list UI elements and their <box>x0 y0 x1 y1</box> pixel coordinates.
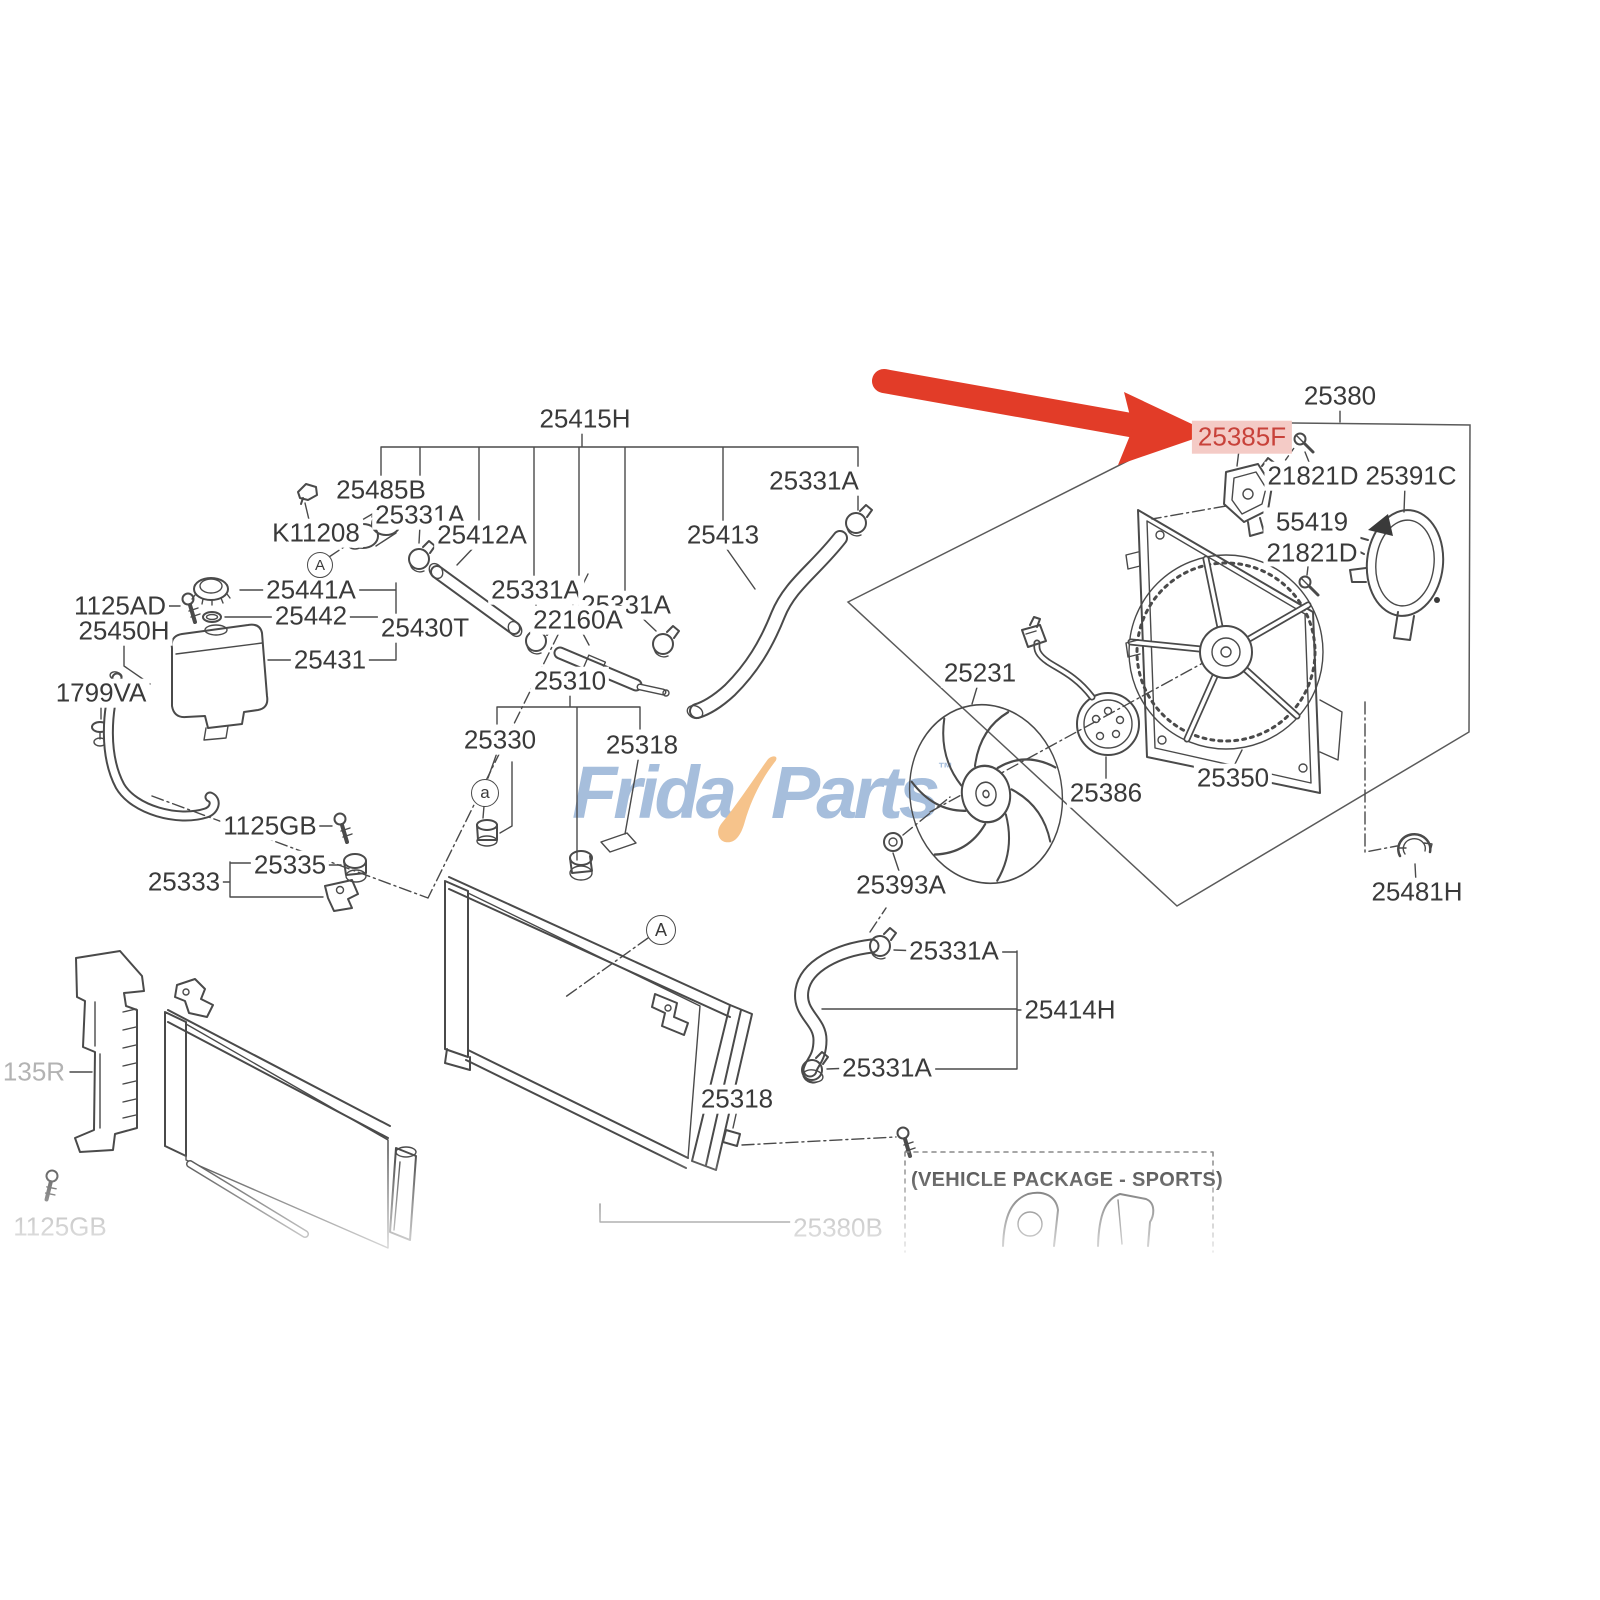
part-label-25385F-highlighted: 25385F <box>1191 420 1293 454</box>
part-label-25414H: 25414H <box>1021 996 1119 1025</box>
ring-25391C-art <box>1349 484 1445 641</box>
clip-25481H-art <box>1397 832 1433 884</box>
watermark-swoosh-icon <box>718 756 777 843</box>
part-label-25318-2: 25318 <box>697 1085 777 1114</box>
motor-25386-art <box>1021 616 1140 780</box>
part-label-1125AD: 1125AD <box>70 592 170 621</box>
part-label-25331A-4: 25331A <box>766 467 862 496</box>
part-label-135R-partial: 135R <box>0 1058 69 1087</box>
part-label-25393A: 25393A <box>853 871 949 900</box>
part-label-25310: 25310 <box>530 667 610 696</box>
screw-21821D-art <box>1293 432 1315 454</box>
part-label-1125GB: 1125GB <box>220 812 320 841</box>
screw-leader <box>1304 451 1310 463</box>
part-label-25331A-5: 25331A <box>906 937 1002 966</box>
part-label-K11208: K11208 <box>269 519 363 548</box>
part-label-25450H: 25450H <box>75 617 173 646</box>
radiator-art <box>444 819 917 1223</box>
hose-clamp-art <box>845 504 873 537</box>
part-label-25335: 25335 <box>250 851 330 880</box>
part-label-25331A-6: 25331A <box>839 1054 935 1083</box>
part-label-25481H: 25481H <box>1368 878 1466 907</box>
part-label-25331A-2: 25331A <box>488 576 584 605</box>
callout-circle-A-radiator: A <box>646 915 676 945</box>
bottom-fade-gradient <box>0 1150 1600 1270</box>
part-label-25391C: 25391C <box>1362 462 1460 491</box>
part-label-25413: 25413 <box>683 521 763 550</box>
part-label-55419-21821D: 55419 21821D <box>1263 506 1361 567</box>
part-label-25431: 25431 <box>290 646 370 675</box>
part-label-25333: 25333 <box>144 868 224 897</box>
part-label-25442: 25442 <box>271 602 351 631</box>
shroud-25350-art <box>1125 509 1343 794</box>
upper-hose-25413-art <box>686 530 848 720</box>
part-label-1799VA: 1799VA <box>52 679 150 708</box>
hose-clamp-art <box>408 540 436 573</box>
part-label-25330: 25330 <box>460 726 540 755</box>
part-label-22160A: 22160A <box>530 606 626 635</box>
part-label-25231: 25231 <box>940 659 1020 688</box>
part-label-25318-1: 25318 <box>602 731 682 760</box>
radiator-bracket-lines <box>482 688 738 1129</box>
part-label-25441A: 25441A <box>263 576 359 605</box>
callout-circle-A-upper: A <box>307 552 333 578</box>
part-label-25485B: 25485B <box>333 476 429 505</box>
reservoir-art <box>91 577 400 822</box>
part-label-21821D-1: 21821D <box>1264 462 1362 491</box>
part-label-25415H: 25415H <box>536 405 634 434</box>
fan-blade-25231-art <box>883 683 1064 885</box>
red-arrow-annotation <box>872 369 1211 465</box>
part-label-25386: 25386 <box>1066 779 1146 808</box>
pipe-25412A-art <box>428 562 523 638</box>
part-label-25380: 25380 <box>1300 382 1380 411</box>
part-label-25430T: 25430T <box>377 614 473 643</box>
k11208-sensor-art <box>297 483 318 505</box>
part-label-55419: 55419 <box>1275 506 1349 537</box>
hose-clamp-art <box>652 625 680 658</box>
bottom-white-area <box>0 1268 1600 1600</box>
watermark-text-left: Frida <box>572 751 737 834</box>
callout-circle-a-lower: a <box>471 779 499 807</box>
part-label-25350: 25350 <box>1193 764 1273 793</box>
air-guard-art <box>69 950 145 1153</box>
part-label-21821D-2: 21821D <box>1266 537 1358 567</box>
part-label-25412A: 25412A <box>434 521 530 550</box>
